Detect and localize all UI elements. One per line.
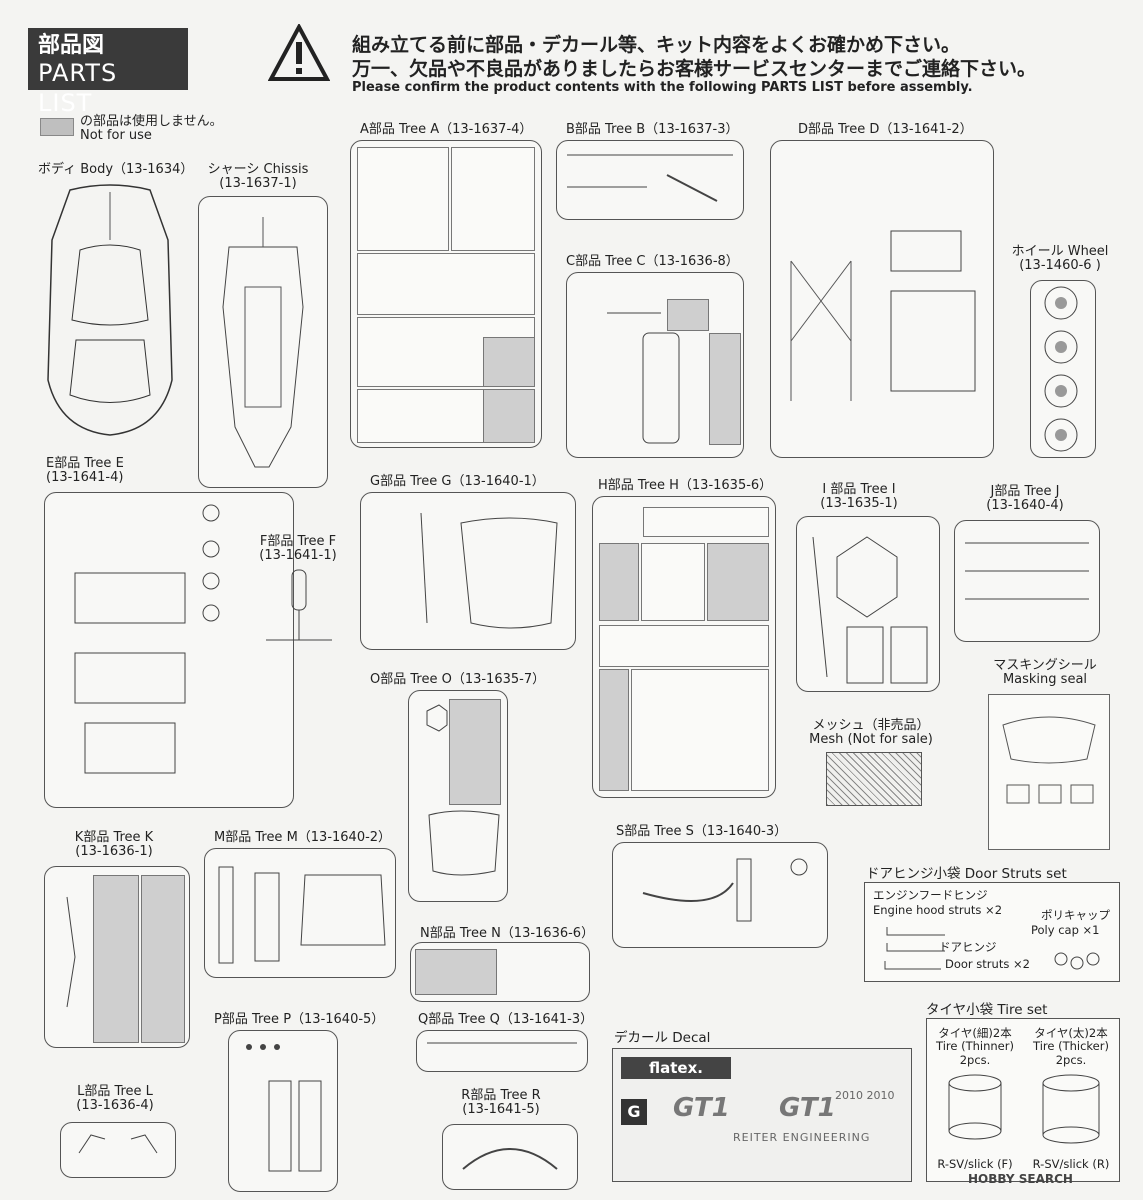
engine-hood-label-en: Engine hood struts ×2 (873, 903, 1003, 917)
mesh-label-1: メッシュ（非売品） (812, 718, 930, 733)
tree-m-frame (204, 848, 396, 978)
tree-o-frame (408, 690, 508, 902)
legend-text-en: Not for use (80, 128, 152, 143)
tree-p-frame (228, 1030, 338, 1192)
tree-f-label-1: F部品 Tree F (259, 534, 337, 549)
door-struts-panel: エンジンフードヒンジ Engine hood struts ×2 ポリキャップ … (864, 882, 1120, 982)
tree-l-frame (60, 1122, 176, 1178)
tree-f-label-2: (13-1641-1) (259, 548, 337, 563)
door-struts-title: ドアヒンジ小袋 Door Struts set (866, 866, 1067, 882)
tree-c-frame (566, 272, 744, 458)
tree-k-frame (44, 866, 190, 1048)
decal-label: デカール Decal (614, 1030, 711, 1046)
tree-g-label: G部品 Tree G（13-1640-1） (370, 474, 545, 489)
tree-j-label-2: (13-1640-4) (986, 498, 1064, 513)
engine-hood-label-jp: エンジンフードヒンジ (873, 888, 988, 902)
body-drawing (40, 180, 180, 440)
tree-c-label: C部品 Tree C（13-1636-8） (566, 254, 739, 269)
tire-thin-note: R-SV/slick (F) (937, 1157, 1013, 1171)
tree-d-label: D部品 Tree D（13-1641-2） (798, 122, 973, 137)
poly-cap-label-jp: ポリキャップ (1041, 908, 1110, 922)
tree-a-frame (350, 140, 542, 448)
tree-m-label: M部品 Tree M（13-1640-2） (214, 830, 392, 845)
tree-e-frame (44, 492, 294, 808)
tire-thick-note: R-SV/slick (R) (1032, 1157, 1110, 1171)
tree-r-label-2: (13-1641-5) (462, 1102, 540, 1117)
wheel-label-2: (13-1460-6 ) (1019, 258, 1101, 273)
tire-thick-qty: 2pcs. (1055, 1053, 1087, 1067)
decal-logo: G (621, 1099, 647, 1125)
wheel-label-1: ホイール Wheel (1011, 244, 1109, 259)
tree-q-frame (416, 1030, 588, 1072)
decal-gt1-a: GT1 (673, 1093, 730, 1123)
warning-text-en: Please confirm the product contents with… (352, 80, 973, 95)
masking-label-1: マスキングシール (993, 658, 1097, 673)
not-for-use-swatch (40, 118, 74, 136)
tree-i-label-1: I 部品 Tree I (822, 482, 896, 497)
decal-gt1-b: GT1 (779, 1093, 836, 1123)
tree-j-frame (954, 520, 1100, 642)
tree-n-frame (410, 942, 590, 1002)
door-hinge-label-en: Door struts ×2 (945, 957, 1030, 971)
page-title-box: 部品図 PARTS LIST (28, 28, 188, 117)
tree-s-label: S部品 Tree S（13-1640-3） (616, 824, 788, 839)
tree-r-label-1: R部品 Tree R (461, 1088, 541, 1103)
masking-label-2: Masking seal (1002, 672, 1088, 687)
tree-e-label-1: E部品 Tree E (46, 456, 124, 471)
legend-text-jp: の部品は使用しません。 (80, 114, 223, 129)
door-hinge-label-jp: ドアヒンジ (939, 940, 997, 954)
decal-brand: flatex. (621, 1057, 731, 1079)
tire-set-panel: タイヤ(細)2本 Tire (Thinner) 2pcs. タイヤ(太)2本 T… (926, 1018, 1120, 1182)
tree-k-label-2: (13-1636-1) (75, 844, 153, 859)
body-label: ボディ Body（13-1634） (38, 162, 194, 177)
watermark: HOBBY SEARCH (968, 1172, 1073, 1186)
tire-thin-jp: タイヤ(細)2本 (938, 1026, 1012, 1040)
tree-b-frame (556, 140, 744, 220)
decal-sheet: flatex. G GT1 GT1 2010 2010 REITER ENGIN… (612, 1048, 912, 1182)
warning-text-jp-2: 万一、欠品や不良品がありましたらお客様サービスセンターまでご連絡下さい。 (352, 58, 1037, 80)
tree-b-label: B部品 Tree B（13-1637-3） (566, 122, 739, 137)
tree-n-label: N部品 Tree N（13-1636-6） (420, 926, 595, 941)
tire-thin-en: Tire (Thinner) (936, 1039, 1014, 1053)
tree-q-label: Q部品 Tree Q（13-1641-3） (418, 1012, 594, 1027)
poly-cap-label-en: Poly cap ×1 (1031, 923, 1100, 937)
tree-h-frame (592, 496, 776, 798)
tree-j-label-1: J部品 Tree J (990, 484, 1060, 499)
warning-icon (268, 24, 330, 82)
tree-l-label-2: (13-1636-4) (76, 1098, 154, 1113)
tree-f-drawing (264, 566, 334, 650)
tree-k-label-1: K部品 Tree K (74, 830, 154, 845)
masking-seal-sheet (988, 694, 1110, 850)
tree-l-label-1: L部品 Tree L (77, 1084, 153, 1099)
decal-years: 2010 2010 (835, 1089, 895, 1102)
tire-thick-jp: タイヤ(太)2本 (1034, 1026, 1108, 1040)
tree-d-frame (770, 140, 994, 458)
tree-e-label-2: (13-1641-4) (46, 470, 124, 485)
tire-thick-en: Tire (Thicker) (1033, 1039, 1109, 1053)
tree-p-label: P部品 Tree P（13-1640-5） (214, 1012, 385, 1027)
decal-reiter: REITER ENGINEERING (733, 1131, 871, 1144)
tree-r-frame (442, 1124, 578, 1190)
mesh-label-2: Mesh (Not for sale) (809, 732, 933, 747)
wheel-frame (1030, 280, 1096, 458)
warning-text-jp-1: 組み立てる前に部品・デカール等、キット内容をよくお確かめ下さい。 (352, 34, 961, 56)
tree-a-label: A部品 Tree A（13-1637-4） (360, 122, 533, 137)
mesh-sheet (826, 752, 922, 806)
page-title-en: PARTS LIST (38, 59, 118, 117)
tree-h-label: H部品 Tree H（13-1635-6） (598, 478, 773, 493)
chassis-label-2: (13-1637-1) (219, 176, 297, 191)
tree-s-frame (612, 842, 828, 948)
tree-i-frame (796, 516, 940, 692)
chassis-label-1: シャーシ Chissis (207, 162, 309, 177)
page-title-jp: 部品図 (38, 33, 105, 58)
tree-i-label-2: (13-1635-1) (820, 496, 898, 511)
tree-o-label: O部品 Tree O（13-1635-7） (370, 672, 546, 687)
chassis-frame (198, 196, 328, 488)
tire-set-title: タイヤ小袋 Tire set (926, 1002, 1048, 1018)
tree-g-frame (360, 492, 576, 650)
tire-thin-qty: 2pcs. (959, 1053, 991, 1067)
